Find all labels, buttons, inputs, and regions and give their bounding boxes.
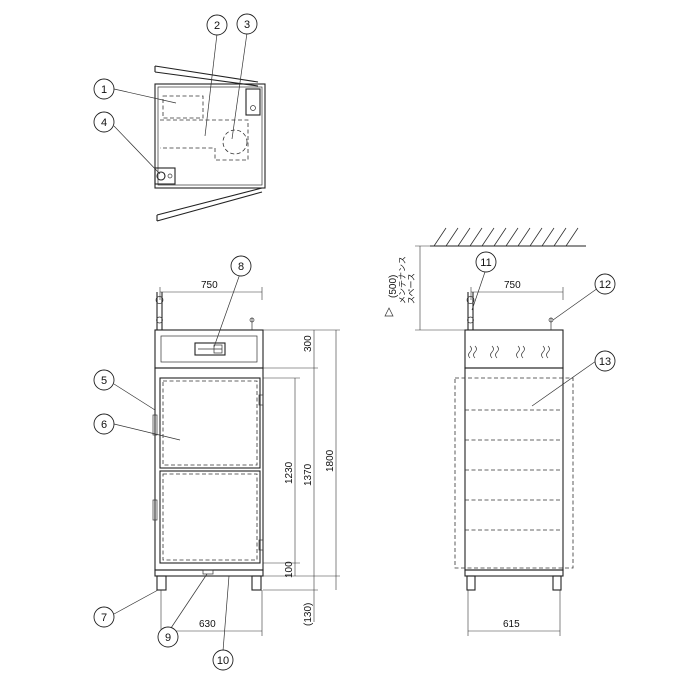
plan-view (154, 65, 266, 222)
dim-front-leg-height: (130) (303, 603, 314, 626)
balloon-9: 9 (157, 626, 179, 648)
revision-triangle-icon (384, 307, 394, 317)
balloon-6: 6 (93, 413, 115, 435)
balloon-7: 7 (93, 606, 115, 628)
svg-text:11: 11 (480, 257, 491, 269)
dim-front-bottom-gap: 100 (284, 561, 295, 578)
svg-text:13: 13 (599, 356, 611, 368)
svg-text:5: 5 (101, 375, 107, 387)
rear-view (430, 227, 586, 591)
dim-rear-clearance: (500) (388, 275, 399, 298)
svg-text:2: 2 (214, 20, 220, 32)
dim-rear-width-bottom: 615 (503, 619, 520, 630)
balloon-12: 12 (594, 273, 616, 295)
svg-text:7: 7 (101, 612, 107, 624)
dim-front-door-height: 1230 (284, 461, 295, 484)
front-dimensions: 750 630 300 1230 1370 1800 100 (130) (159, 280, 340, 636)
svg-text:1: 1 (101, 84, 107, 96)
svg-text:6: 6 (101, 419, 107, 431)
dim-front-width-bottom: 630 (199, 619, 216, 630)
dim-front-width-top: 750 (201, 280, 218, 291)
dim-front-total-height: 1800 (325, 449, 336, 472)
clearance-note-line1: メンテナンス (398, 256, 407, 304)
balloon-4: 4 (93, 111, 115, 133)
dim-rear-width-top: 750 (504, 280, 521, 291)
svg-text:3: 3 (244, 19, 250, 31)
svg-text:8: 8 (238, 261, 244, 273)
ceiling-hatch (433, 227, 579, 247)
leader-lines (113, 32, 599, 652)
balloon-11: 11 (475, 251, 497, 273)
balloon-5: 5 (93, 369, 115, 391)
rear-dimensions: 750 615 (500) メンテナンス スペース (384, 245, 564, 636)
svg-text:10: 10 (217, 655, 229, 667)
balloon-1: 1 (93, 78, 115, 100)
balloon-3: 3 (236, 13, 258, 35)
balloon-13: 13 (594, 350, 616, 372)
front-view (152, 292, 264, 591)
dim-front-top-section: 300 (303, 335, 314, 352)
balloon-8: 8 (230, 255, 252, 277)
svg-text:4: 4 (101, 117, 107, 129)
balloon-2: 2 (206, 14, 228, 36)
svg-text:9: 9 (165, 632, 171, 644)
clearance-note-line2: スペース (407, 273, 416, 304)
balloon-10: 10 (212, 649, 234, 671)
svg-text:12: 12 (599, 279, 611, 291)
vent-slots (468, 345, 550, 359)
dim-front-body-height: 1370 (303, 463, 314, 486)
